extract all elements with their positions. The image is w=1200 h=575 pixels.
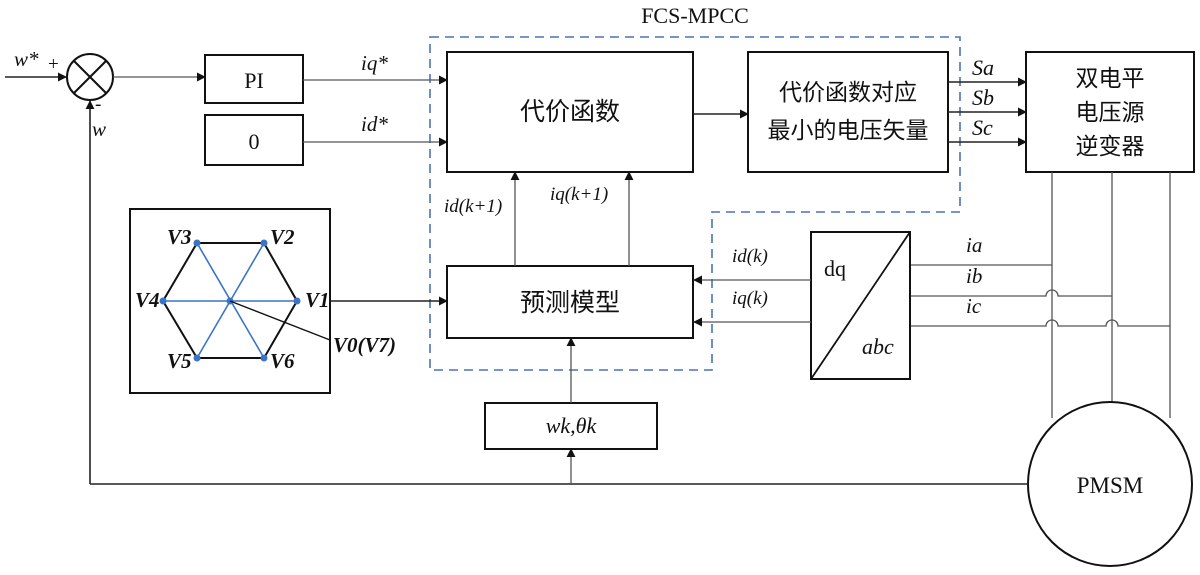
transform-divider xyxy=(810,231,911,380)
minus-sign: - xyxy=(95,94,101,115)
inverter-label-line1: 双电平 xyxy=(1076,66,1145,92)
prediction-model-block xyxy=(446,265,694,339)
speed-angle-label: wk,θk xyxy=(546,413,598,438)
cost-function-label: 代价函数 xyxy=(520,97,620,126)
fcs-mpcc-region-border xyxy=(429,36,961,371)
ic-label: ic xyxy=(966,294,982,318)
iq-k-label: iq(k) xyxy=(732,288,768,309)
speed-feedback-label: w xyxy=(92,117,106,141)
sb-label: Sb xyxy=(972,85,994,110)
min-voltage-vector-block xyxy=(747,51,949,173)
prediction-model-label: 预测模型 xyxy=(520,288,620,317)
transform-dq-label: dq xyxy=(824,256,846,281)
pi-controller-block xyxy=(204,54,304,104)
pmsm-label: PMSM xyxy=(1077,473,1143,498)
summing-junction xyxy=(66,53,114,101)
plus-sign: + xyxy=(48,54,59,75)
zero-vector-leader xyxy=(229,300,331,341)
region-title: FCS-MPCC xyxy=(641,3,749,28)
id-reference-label: id* xyxy=(361,112,388,136)
zero-vector-label: V0(V7) xyxy=(333,333,396,357)
ib-tap-line xyxy=(910,289,1112,297)
vector-v1-label: V1 xyxy=(305,288,330,312)
vector-v6-label: V6 xyxy=(270,349,295,373)
inverter-block xyxy=(1025,51,1195,173)
id-next-label: id(k+1) xyxy=(444,196,502,217)
ia-label: ia xyxy=(966,233,982,257)
sa-label: Sa xyxy=(972,55,994,80)
transform-abc-label: abc xyxy=(862,334,894,359)
zero-reference-label: 0 xyxy=(249,129,260,154)
vector-v3-label: V3 xyxy=(167,225,192,249)
inverter-label-line2: 电压源 xyxy=(1076,100,1145,126)
id-k-label: id(k) xyxy=(732,246,768,267)
vector-v4-label: V4 xyxy=(135,288,160,312)
pi-controller-label: PI xyxy=(244,68,264,93)
min-voltage-vector-label-line2: 最小的电压矢量 xyxy=(768,118,929,144)
zero-reference-block xyxy=(204,114,304,166)
ic-tap-line xyxy=(910,319,1170,327)
cost-function-block xyxy=(446,51,694,173)
vector-v2-label: V2 xyxy=(270,225,295,249)
vector-v5-label: V5 xyxy=(167,349,192,373)
min-voltage-vector-label-line1: 代价函数对应 xyxy=(779,80,917,106)
sc-label: Sc xyxy=(972,115,993,140)
ib-label: ib xyxy=(966,264,982,288)
speed-reference-label: w* xyxy=(14,47,39,71)
iq-reference-label: iq* xyxy=(361,51,388,75)
inverter-label-line3: 逆变器 xyxy=(1076,134,1145,160)
iq-next-label: iq(k+1) xyxy=(550,184,608,205)
